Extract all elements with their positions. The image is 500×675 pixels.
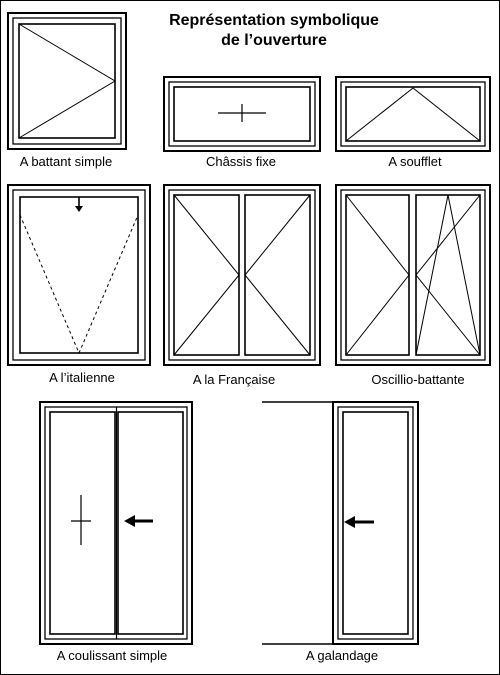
caption-battant-simple: A battant simple bbox=[20, 154, 113, 169]
title-line-1: Représentation symbolique bbox=[169, 12, 379, 29]
window-francaise bbox=[163, 184, 321, 366]
window-chassis-fixe bbox=[163, 76, 321, 152]
caption-italienne: A l’italienne bbox=[49, 370, 115, 385]
caption-francaise: A la Française bbox=[193, 372, 275, 387]
caption-oscillo-battante: Oscillio-battante bbox=[371, 372, 464, 387]
window-galandage bbox=[262, 401, 419, 645]
window-soufflet bbox=[335, 76, 491, 152]
arrow-down-head-icon bbox=[75, 206, 83, 212]
caption-coulissant-simple: A coulissant simple bbox=[57, 648, 168, 663]
arrow-left-head-icon bbox=[344, 516, 355, 528]
arrow-left-head-icon bbox=[124, 515, 135, 527]
window-coulissant-simple bbox=[39, 401, 193, 645]
caption-chassis-fixe: Châssis fixe bbox=[206, 154, 276, 169]
window-italienne bbox=[7, 184, 151, 366]
title-line-2: de l’ouverture bbox=[221, 32, 327, 49]
window-battant-simple bbox=[7, 12, 127, 150]
window-oscillo-battante bbox=[335, 184, 491, 366]
caption-soufflet: A soufflet bbox=[388, 154, 442, 169]
caption-galandage: A galandage bbox=[306, 648, 378, 663]
